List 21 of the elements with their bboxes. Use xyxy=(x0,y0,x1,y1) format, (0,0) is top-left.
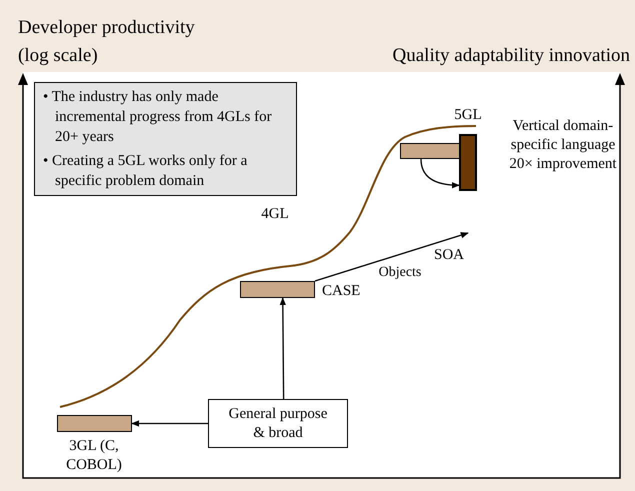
arrow xyxy=(280,297,286,399)
arrow xyxy=(420,158,460,188)
generation-label: 4GL xyxy=(260,205,290,224)
soa-label: SOA xyxy=(430,233,468,266)
bullet-item: • Creating a 5GL works only for a specific problem domain xyxy=(43,152,248,191)
tan-bar xyxy=(57,415,132,432)
vertical-bar xyxy=(459,134,477,191)
edge-label: Objects xyxy=(378,264,422,282)
bar-caption: Vertical domain-specific language 20× improvement xyxy=(508,117,618,174)
tan-bar xyxy=(240,281,315,298)
arrow xyxy=(131,420,208,427)
axis-label: Quality adaptability innovation xyxy=(392,44,630,68)
tan-bar xyxy=(400,143,460,159)
bullet-item: • The industry has only made incremental progress from 4GLs for 20+ years xyxy=(43,88,273,147)
bar-caption: CASE xyxy=(322,282,362,301)
axis-label: Developer productivity (log scale) xyxy=(18,16,196,68)
bar-caption: 3GL (C, COBOL) xyxy=(65,437,123,475)
note-panel xyxy=(34,82,297,196)
generation-label: 5GL xyxy=(453,106,483,125)
general-purpose-box: General purpose & broad xyxy=(208,399,348,448)
arrow xyxy=(314,232,469,282)
